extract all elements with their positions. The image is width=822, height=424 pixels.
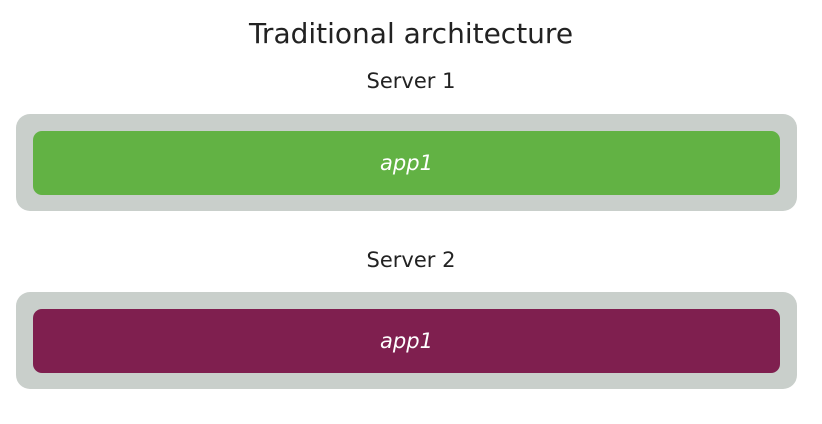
diagram-title: Traditional architecture: [248, 17, 574, 50]
server-2-label: Server 2: [366, 248, 456, 272]
server-1-app-label: app1: [380, 151, 433, 175]
server-2-box: app1: [16, 292, 797, 389]
server-1-app-bar: app1: [33, 131, 780, 195]
server-1-label: Server 1: [366, 69, 456, 93]
server-1-box: app1: [16, 114, 797, 211]
server-2-app-label: app1: [380, 329, 433, 353]
server-2-app-bar: app1: [33, 309, 780, 373]
